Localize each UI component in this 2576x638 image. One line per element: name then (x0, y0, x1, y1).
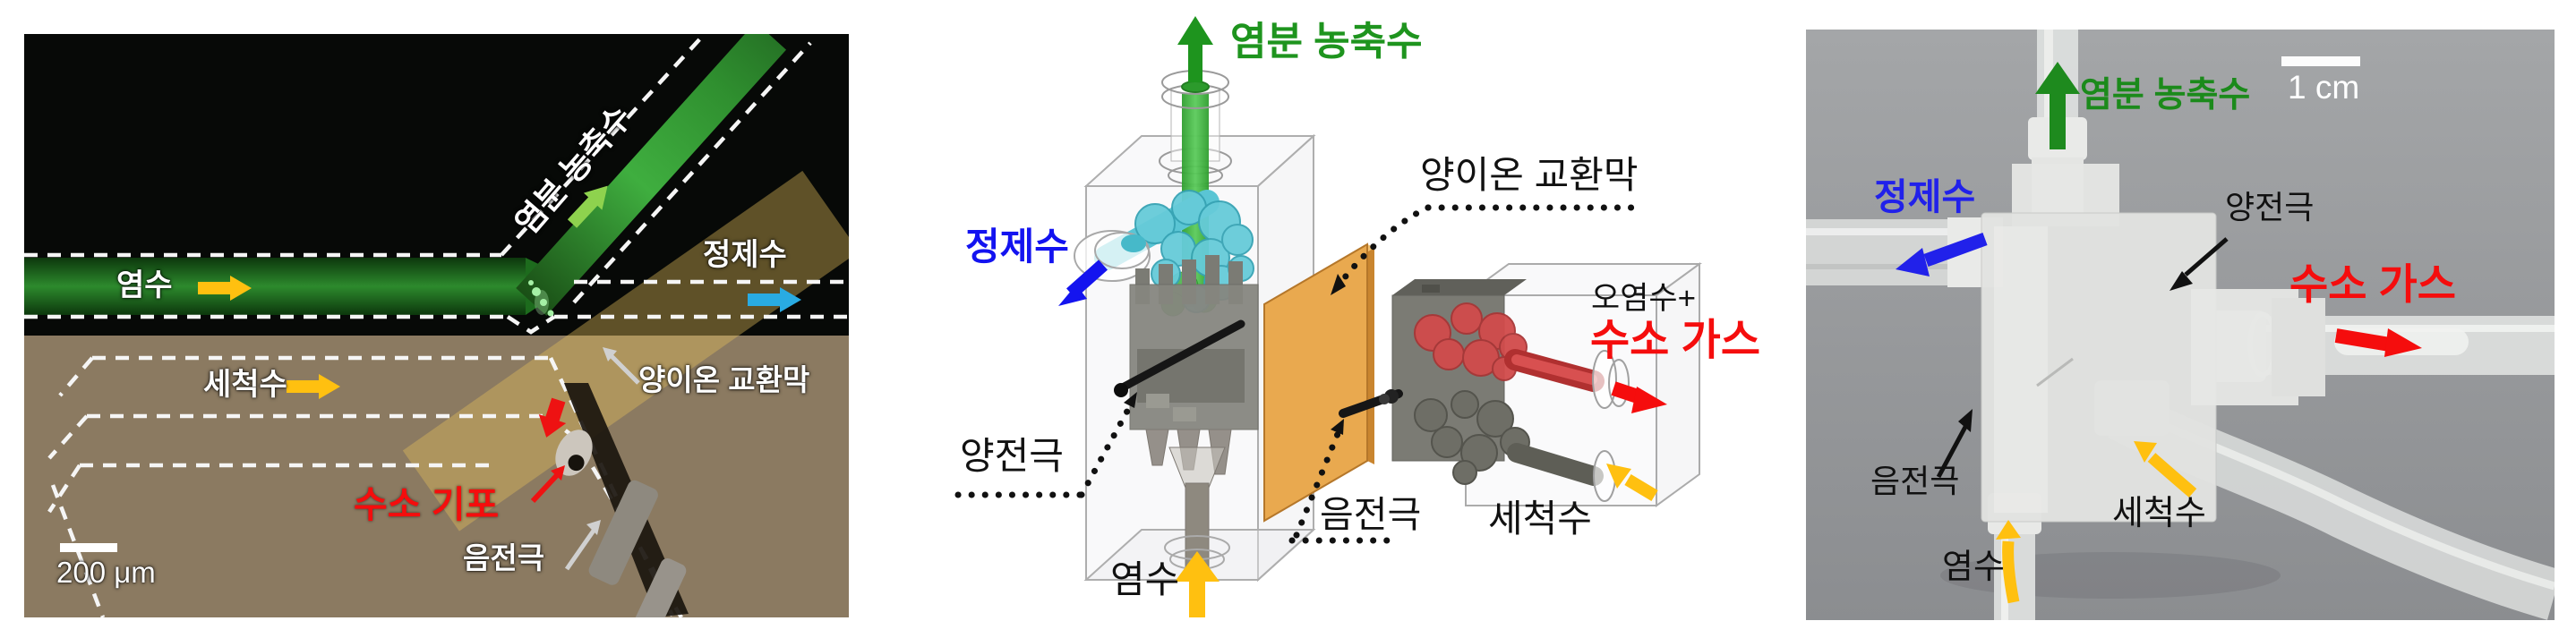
micrograph-graphics (24, 34, 849, 617)
scale-bar (60, 543, 117, 552)
red-bubble-manifold (1414, 302, 1528, 381)
label-purified-water: 정제수 (965, 225, 1069, 268)
label-washing-water: 세척수 (203, 368, 287, 402)
label-salt-concentrate: 염분 농축수 (1230, 20, 1423, 64)
concentrate-flow-arrow (567, 185, 608, 228)
label-washing-water: 세척수 (1488, 498, 1592, 540)
label-hydrogen-gas: 수소 가스 (2289, 260, 2457, 308)
label-hydrogen-bubble: 수소 기포 (354, 484, 500, 525)
label-anode: 양전극 (2225, 189, 2315, 225)
label-cathode: 음전극 (463, 541, 545, 574)
label-purified-water: 정제수 (703, 238, 787, 272)
left-tube (1806, 217, 2003, 287)
washing-flow-arrow (2134, 441, 2197, 498)
anode-rod (1114, 319, 1245, 397)
junction-glow (528, 280, 554, 317)
label-brine: 염수 (116, 268, 173, 302)
purified-flow-arrow (748, 287, 801, 312)
hydrogen-bubble-blob (555, 430, 593, 476)
label-purified-water: 정제수 (1874, 176, 1976, 217)
leader-dots (954, 204, 1639, 544)
cathode-electrode-segment (588, 480, 658, 585)
label-salt-concentrate: 염분 농축수 (2080, 76, 2251, 115)
brightfield-region (24, 336, 849, 617)
brine-flow-arrow (198, 276, 252, 301)
panel-schematic: 염분 농축수 정제수 양이온 교환막 오염수+ 수소 가스 양전극 음전극 세척… (851, 0, 1800, 638)
cathode-pointer-arrow (1936, 409, 1973, 479)
membrane-pointer-arrow (603, 347, 640, 385)
label-cathode: 음전극 (1320, 494, 1422, 535)
label-washing-water: 세척수 (2112, 495, 2206, 532)
bubble-flow-arrow-red (538, 397, 567, 438)
scale-bar-text: 1 cm (2288, 69, 2360, 106)
concentrate-channel-fluid (516, 34, 787, 316)
anode-manifold-block (1129, 255, 1259, 430)
anode-leader-arrowhead (1124, 392, 1137, 408)
concentrate-flow-arrow (2035, 62, 2080, 149)
anode-pointer-arrow (2169, 237, 2229, 291)
brine-flow-arrow (1996, 520, 2021, 604)
label-membrane: 양이온 교환막 (1420, 154, 1639, 196)
cathode-rod (1339, 389, 1403, 418)
hydrogen-flow-arrow (1611, 381, 1667, 413)
cathode-leader-arrowhead (1331, 419, 1344, 435)
hydrogen-flow-arrow (2334, 328, 2422, 357)
label-membrane: 양이온 교환막 (638, 363, 810, 396)
concentrate-flow-arrow (1177, 16, 1213, 82)
scale-bar-text: 200 μm (56, 556, 156, 589)
schematic-graphics (954, 16, 1703, 617)
cation-exchange-membrane (1263, 242, 1374, 523)
panel-micrograph: 염분 농축수 염수 정제수 세척수 양이온 교환막 수소 기포 음전극 200 … (24, 34, 849, 617)
photo-graphics (1806, 30, 2555, 620)
purified-flow-arrow (1896, 232, 1988, 276)
label-cathode: 음전극 (1870, 463, 1960, 499)
label-brine: 염수 (1110, 558, 1180, 600)
washing-flow-arrow (1606, 464, 1658, 502)
washing-flow-arrow (287, 374, 340, 399)
label-hydrogen-gas: 수소 가스 (1590, 317, 1760, 364)
brine-channel-fluid (24, 258, 526, 315)
cathode-electrode-segment-2 (624, 558, 687, 617)
membrane-band (402, 170, 849, 532)
cathode-pointer-arrow (564, 520, 601, 571)
hydrogen-tube-core (1511, 354, 1597, 385)
panel-photo: 염분 농축수 1 cm 정제수 양전극 수소 가스 음전극 염수 세척수 (1806, 30, 2555, 620)
device-body (1981, 164, 2325, 523)
scale-bar (2281, 56, 2360, 66)
purified-flow-arrow (1058, 259, 1108, 306)
membrane-leader-arrowhead (1331, 274, 1346, 295)
washing-tube (1507, 443, 1604, 486)
label-polluted-water: 오염수+ (1591, 281, 1697, 316)
label-anode: 양전극 (960, 435, 1064, 477)
brine-flow-arrow (1175, 551, 1220, 617)
label-brine: 염수 (1942, 549, 2005, 586)
hydrogen-flange-rings (1592, 350, 1630, 409)
bubble-pointer-arrow (530, 465, 565, 504)
